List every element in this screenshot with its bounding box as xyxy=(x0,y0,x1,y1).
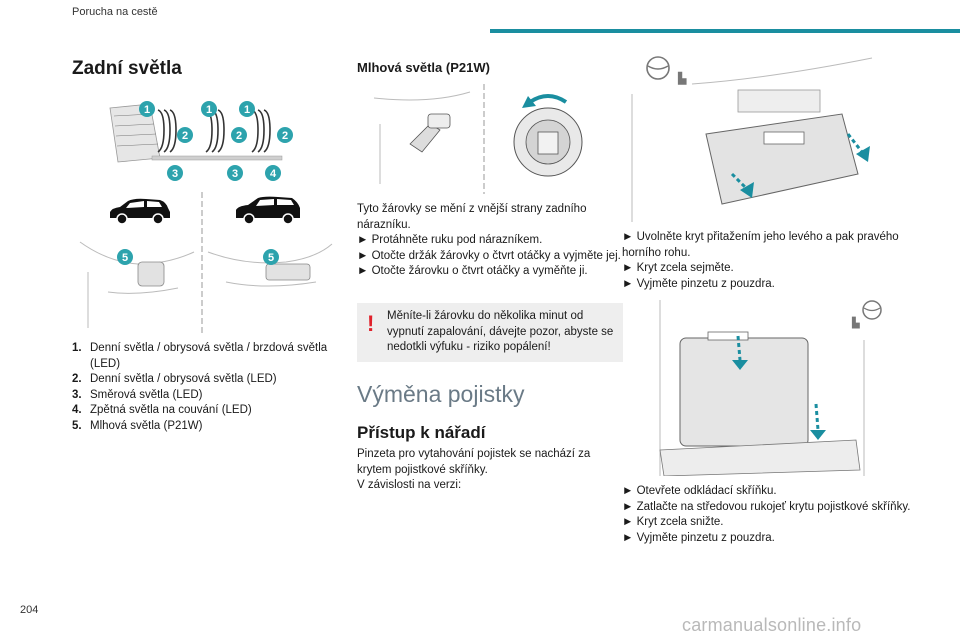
suv-car-icon xyxy=(236,196,300,225)
svg-text:3: 3 xyxy=(172,168,178,180)
fog-step: ► Otočte žárovku o čtvrt otáčky a vyměňt… xyxy=(357,265,588,277)
fusebox-steps-a: ► Uvolněte kryt přitažením jeho levého a… xyxy=(622,230,912,292)
svg-text:1: 1 xyxy=(144,104,150,116)
burn-warning-box: ! Měníte-li žárovku do několika minut od… xyxy=(357,303,623,362)
svg-text:3: 3 xyxy=(232,168,238,180)
illustration-divider xyxy=(201,192,203,334)
rear-lights-legend: 1.Denní světla / obrysová světla / brzdo… xyxy=(72,341,334,434)
svg-text:1: 1 xyxy=(244,104,250,116)
rear-lights-column: Zadní světla xyxy=(72,52,338,80)
right-bumper-illustration xyxy=(207,243,333,287)
callout-2c: 2 xyxy=(277,127,293,143)
glovebox-fusebox-illustration: ▙ xyxy=(659,300,882,476)
svg-text:5: 5 xyxy=(122,252,128,264)
fusebox-step: ► Kryt zcela snižte. xyxy=(622,516,724,528)
legend-item: 4.Zpětná světla na couvání (LED) xyxy=(72,404,252,416)
fog-lights-title: Mlhová světla (P21W) xyxy=(357,60,490,75)
tool-access-heading: Přístup k nářadí xyxy=(357,423,486,442)
callout-3b: 3 xyxy=(227,165,243,181)
svg-text:2: 2 xyxy=(182,130,188,142)
fusebox-step: ► Otevřete odkládací skříňku. xyxy=(622,485,777,497)
tool-access-text: Pinzeta pro vytahování pojistek se nachá… xyxy=(357,447,617,494)
fusebox-step: ► Kryt zcela sejměte. xyxy=(622,262,734,274)
legend-item: 5.Mlhová světla (P21W) xyxy=(72,419,203,432)
svg-text:2: 2 xyxy=(282,130,288,142)
fusebox-step: ► Vyjměte pinzetu z pouzdra. xyxy=(622,277,775,290)
fusebox-steps-b: ► Otevřete odkládací skříňku. ► Zatlačte… xyxy=(622,484,912,546)
page-number: 204 xyxy=(20,604,39,616)
callout-2a: 2 xyxy=(177,127,193,143)
callout-5a: 5 xyxy=(117,249,133,265)
callout-1a: 1 xyxy=(139,101,155,117)
fog-intro-text: Tyto žárovky se mění z vnější strany zad… xyxy=(357,203,587,231)
watermark: carmanualsonline.info xyxy=(682,615,862,635)
fog-bulb-illustration xyxy=(373,84,583,194)
burn-warning-text: Měníte-li žárovku do několika minut od v… xyxy=(387,310,614,353)
header-accent-bar xyxy=(490,29,960,33)
rear-lights-title: Zadní světla xyxy=(72,58,182,79)
fusebox-step: ► Uvolněte kryt přitažením jeho levého a… xyxy=(622,231,899,259)
warning-exclamation-icon: ! xyxy=(367,311,375,336)
legend-item: 3.Směrová světla (LED) xyxy=(72,388,203,401)
callout-1b: 1 xyxy=(201,101,217,117)
legend-item: 1.Denní světla / obrysová světla / brzdo… xyxy=(72,342,328,370)
tool-access-text-1: Pinzeta pro vytahování pojistek se nachá… xyxy=(357,448,591,476)
svg-text:▙: ▙ xyxy=(851,316,860,329)
svg-text:5: 5 xyxy=(268,252,274,264)
callout-3a: 3 xyxy=(167,165,183,181)
callout-2b: 2 xyxy=(231,127,247,143)
legend-item: 2.Denní světla / obrysová světla (LED) xyxy=(72,373,277,385)
fog-step: ► Protáhněte ruku pod nárazníkem. xyxy=(357,234,543,246)
callout-5b: 5 xyxy=(263,249,279,265)
fuse-section-title: Výměna pojistky xyxy=(357,381,525,407)
header-title: Porucha na cestě xyxy=(72,6,158,18)
hatchback-car-icon xyxy=(110,198,170,225)
svg-text:2: 2 xyxy=(236,130,242,142)
fusebox-step: ► Vyjměte pinzetu z pouzdra. xyxy=(622,531,775,544)
tool-access-text-2: V závislosti na verzi: xyxy=(357,479,462,491)
left-bumper-illustration xyxy=(79,241,195,328)
rear-lights-illustration xyxy=(109,103,283,163)
callout-4: 4 xyxy=(265,165,281,181)
fog-steps: ► Protáhněte ruku pod nárazníkem. ► Otoč… xyxy=(357,233,623,280)
fusebox-cover-illustration: ▙ xyxy=(631,56,873,222)
svg-text:1: 1 xyxy=(206,104,212,116)
svg-text:▙: ▙ xyxy=(677,71,687,85)
callout-1c: 1 xyxy=(239,101,255,117)
svg-text:4: 4 xyxy=(270,168,277,180)
fog-step: ► Otočte držák žárovky o čtvrt otáčky a … xyxy=(357,249,621,262)
fusebox-step: ► Zatlačte na středovou rukojeť krytu po… xyxy=(622,500,911,513)
